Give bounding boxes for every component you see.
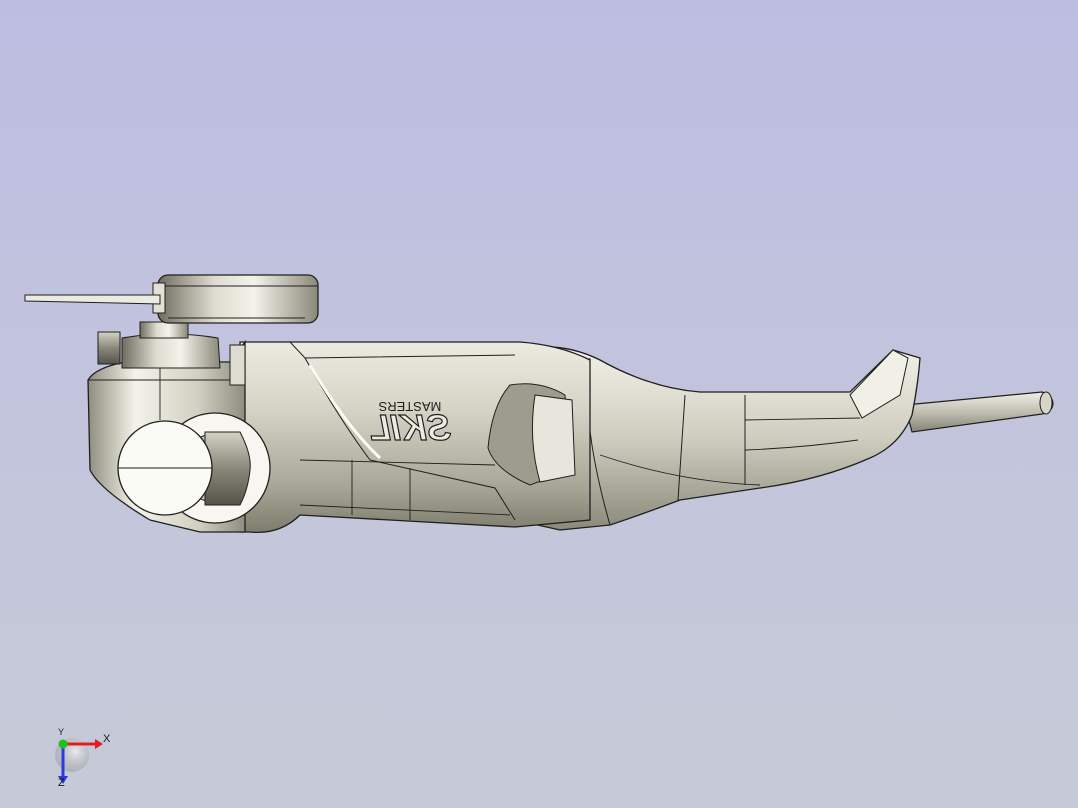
z-axis-label: Z (58, 777, 65, 789)
brand-subtext: MASTERS (378, 399, 441, 414)
brand-logo: SKIL MASTERS (368, 399, 451, 449)
orientation-triad[interactable] (55, 738, 103, 784)
rear-handle[interactable] (514, 346, 921, 531)
x-axis-label: X (103, 733, 111, 745)
spindle-lock-button[interactable] (97, 321, 221, 369)
y-axis-label: Y (58, 727, 65, 737)
y-axis-dot (58, 739, 68, 749)
power-cord[interactable] (904, 391, 1054, 433)
brand-text: SKIL (369, 407, 451, 448)
wheel-guard[interactable] (24, 274, 319, 324)
motor-housing[interactable] (239, 341, 591, 534)
side-handle[interactable] (117, 412, 271, 524)
